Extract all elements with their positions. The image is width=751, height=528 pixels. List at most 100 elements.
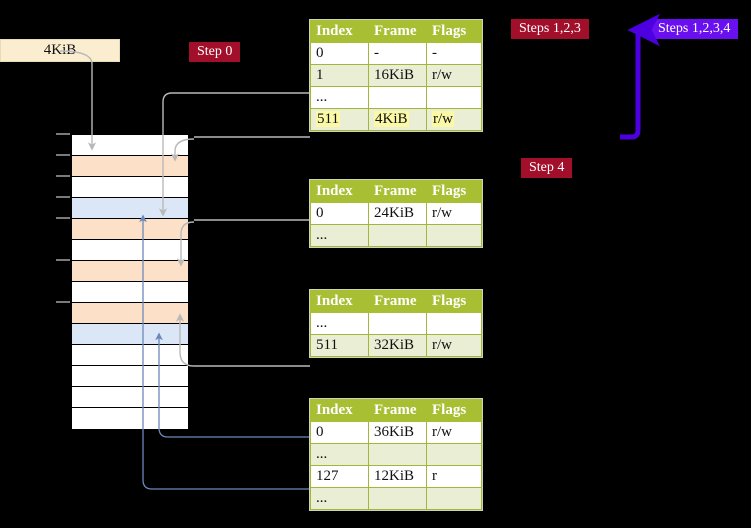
table-cell: r/w [426,202,482,225]
physical-memory-grid [70,133,190,429]
badge-step-4-text: Step 4 [529,160,565,175]
memory-scale-tick [56,133,70,135]
table-cell: 511 [310,334,369,357]
badge-steps-1234: Steps 1,2,3,4 [650,19,739,39]
table-row: 511 4KiB r/w [310,108,482,131]
memory-frame-row [72,345,188,366]
table-cell: 511 [310,108,369,131]
memory-frame-row [72,387,188,408]
table-cell: ... [310,487,369,510]
table-row: 0-- [310,42,482,65]
table-cell [426,224,482,247]
table-cell [368,86,427,109]
table-cell: 0 [310,202,369,225]
table-cell [368,312,427,335]
table-header-index: Index [310,180,369,203]
table-cell [368,487,427,510]
highlighted-value: 511 [316,111,340,127]
memory-frame-row [72,198,188,219]
memory-frame-row [72,303,188,324]
badge-steps-1234-text: Steps 1,2,3,4 [658,21,731,36]
table-header-flags: Flags [426,180,482,203]
table-header-flags: Flags [426,399,482,422]
table-row: ... [310,86,482,109]
table-cell: r/w [426,64,482,87]
memory-frame-row [72,282,188,303]
memory-scale-tick [56,217,70,219]
frame-size-label: 4KiB [0,39,120,62]
table-cell: r/w [426,421,482,444]
table-cell: ... [310,443,369,466]
table-cell: 36KiB [368,421,427,444]
table-cell: 127 [310,465,369,488]
table-cell: 0 [310,421,369,444]
table-cell: 12KiB [368,465,427,488]
table-header-frame: Frame [368,20,427,43]
table-header-frame: Frame [368,180,427,203]
memory-scale-tick [56,301,70,303]
table-cell: 4KiB [368,108,427,131]
table-header-flags: Flags [426,20,482,43]
table-cell [426,443,482,466]
memory-frame-row [72,261,188,282]
memory-scale-tick [56,196,70,198]
memory-frame-row [72,408,188,429]
table-cell: - [368,42,427,65]
badge-step-0-text: Step 0 [197,44,233,59]
table-cell: ... [310,224,369,247]
memory-frame-row [72,324,188,345]
table-cell: 0 [310,42,369,65]
highlighted-value: 4KiB [374,111,409,127]
badge-step-0: Step 0 [189,42,241,62]
table-header-frame: Frame [368,290,427,313]
table-cell: 16KiB [368,64,427,87]
table-header-flags: Flags [426,290,482,313]
table-cell: 1 [310,64,369,87]
highlighted-value: r/w [432,111,454,127]
table-row: ... [310,312,482,335]
memory-frame-row [72,219,188,240]
table-header-index: Index [310,20,369,43]
table-row: ... [310,224,482,247]
badge-step-4: Step 4 [521,158,573,178]
table-cell [426,487,482,510]
table-row: ... [310,487,482,510]
memory-scale-tick [56,175,70,177]
memory-frame-row [72,366,188,387]
table-cell: ... [310,312,369,335]
table-cell: 24KiB [368,202,427,225]
table-cell: r/w [426,108,482,131]
table-cell [426,312,482,335]
memory-frame-row [72,135,188,156]
memory-frame-row [72,240,188,261]
badge-steps-123: Steps 1,2,3 [511,19,589,39]
arrow-steps-loop [620,13,660,140]
badge-steps-123-text: Steps 1,2,3 [519,21,581,36]
table-header-index: Index [310,290,369,313]
table-cell [368,443,427,466]
table-cell: - [426,42,482,65]
table-row: ... [310,443,482,466]
table-cell [426,86,482,109]
table-header-index: Index [310,399,369,422]
table-cell: 32KiB [368,334,427,357]
frame-size-text: 4KiB [43,42,77,58]
memory-frame-row [72,156,188,177]
table-cell [368,224,427,247]
table-cell: r [426,465,482,488]
table-cell: r/w [426,334,482,357]
table-header-frame: Frame [368,399,427,422]
memory-frame-row [72,177,188,198]
memory-scale-tick [56,259,70,261]
table-cell: ... [310,86,369,109]
